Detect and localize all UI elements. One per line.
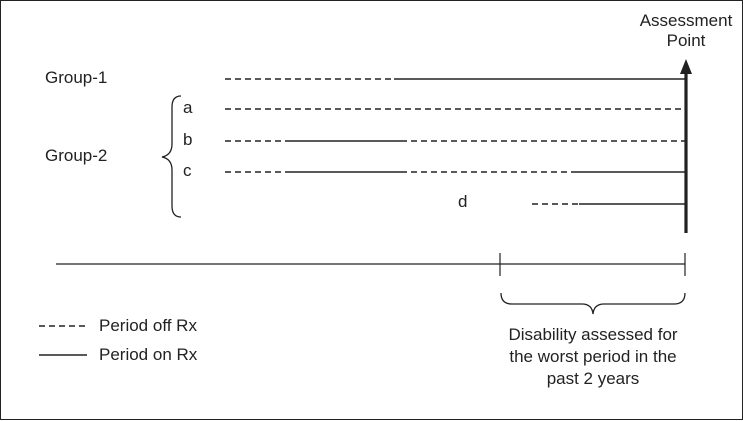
group2-label: Group-2 (45, 146, 108, 165)
assessment-point-arrowhead (680, 59, 692, 74)
assessment-point-label: Assessment Point (601, 11, 743, 51)
two-year-brace (500, 292, 686, 315)
group1-label: Group-1 (45, 68, 108, 87)
legend-off-rx-label: Period off Rx (99, 316, 197, 335)
assessment-point-label-line2: Point (666, 31, 706, 50)
row-b-label: b (183, 130, 193, 149)
caption-line2: the worst period in the (509, 347, 677, 366)
caption-line1: Disability assessed for (508, 325, 678, 344)
row-a-label: a (183, 98, 193, 117)
legend-on-rx-label: Period on Rx (99, 345, 198, 364)
row-d-label: d (458, 192, 468, 211)
caption-line3: past 2 years (546, 369, 640, 388)
row-c-label: c (183, 161, 192, 180)
group2-brace (161, 95, 182, 218)
assessment-point-label-line1: Assessment (639, 11, 733, 30)
disability-caption: Disability assessed for the worst period… (493, 324, 693, 390)
